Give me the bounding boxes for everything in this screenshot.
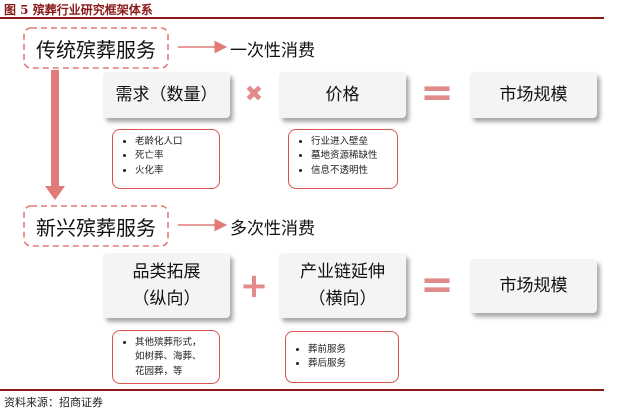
traditional-segment-label: 传统殡葬服务 xyxy=(36,37,156,62)
traditional-consumption-label: 一次性消费 xyxy=(230,41,315,61)
price-box-label: 价格 xyxy=(325,84,360,105)
industry-chain-label: 产业链延伸 xyxy=(300,262,385,283)
demand-box: 需求（数量） xyxy=(103,72,230,118)
figure-title: 图 5 殡葬行业研究框架体系 xyxy=(4,3,153,17)
plus-operator: + xyxy=(239,266,269,306)
emerging-segment-label: 新兴殡葬服务 xyxy=(36,215,156,240)
list-item-continuation: 花园葬，等 xyxy=(135,365,183,377)
list-item: 葬后服务 xyxy=(308,357,392,371)
list-item: 老龄化人口 xyxy=(135,135,213,149)
evolution-arrow-head xyxy=(45,186,65,200)
category-examples-note: 其他殡葬形式， 如树葬、海葬、 花园葬，等 xyxy=(112,330,220,384)
emerging-segment-frame xyxy=(23,205,169,247)
list-item: 其他殡葬形式， xyxy=(135,336,213,350)
list-item: 死亡率 xyxy=(135,149,213,163)
category-expansion-label: 品类拓展 xyxy=(132,262,201,283)
source-rule xyxy=(0,389,604,391)
traditional-market-size-box: 市场规模 xyxy=(470,72,597,118)
demand-factors-note: 老龄化人口 死亡率 火化率 xyxy=(112,129,220,189)
demand-box-label: 需求（数量） xyxy=(115,84,218,105)
list-item: 火化率 xyxy=(135,164,213,178)
emerging-consumption-label: 多次性消费 xyxy=(230,219,315,239)
list-item: 葬前服务 xyxy=(308,343,392,357)
list-item: 墓地资源稀缺性 xyxy=(311,149,391,163)
price-factors-note: 行业进入壁垒 墓地资源稀缺性 信息不透明性 xyxy=(288,129,398,189)
list-item: 信息不透明性 xyxy=(311,164,391,178)
multiply-operator: ✖ xyxy=(244,81,264,107)
category-expansion-box: 品类拓展 （纵向） xyxy=(103,253,230,318)
emerging-equals-operator: = xyxy=(420,262,454,308)
source-note: 资料来源：招商证券 xyxy=(4,396,103,409)
emerging-market-size-box: 市场规模 xyxy=(470,259,597,313)
evolution-arrow-shaft xyxy=(51,70,59,188)
traditional-segment-frame xyxy=(23,27,169,69)
list-item-continuation: 如树葬、海葬、 xyxy=(135,351,202,363)
price-box: 价格 xyxy=(279,72,406,118)
category-expansion-direction: （纵向） xyxy=(132,288,201,309)
chain-services-note: 葬前服务 葬后服务 xyxy=(285,331,399,383)
traditional-equals-operator: = xyxy=(420,70,454,116)
list-item: 行业进入壁垒 xyxy=(311,135,391,149)
emerging-market-size-label: 市场规模 xyxy=(499,275,568,296)
industry-chain-box: 产业链延伸 （横向） xyxy=(279,253,406,318)
traditional-market-size-label: 市场规模 xyxy=(499,84,568,105)
title-rule xyxy=(0,17,604,19)
industry-chain-direction: （横向） xyxy=(308,288,377,309)
